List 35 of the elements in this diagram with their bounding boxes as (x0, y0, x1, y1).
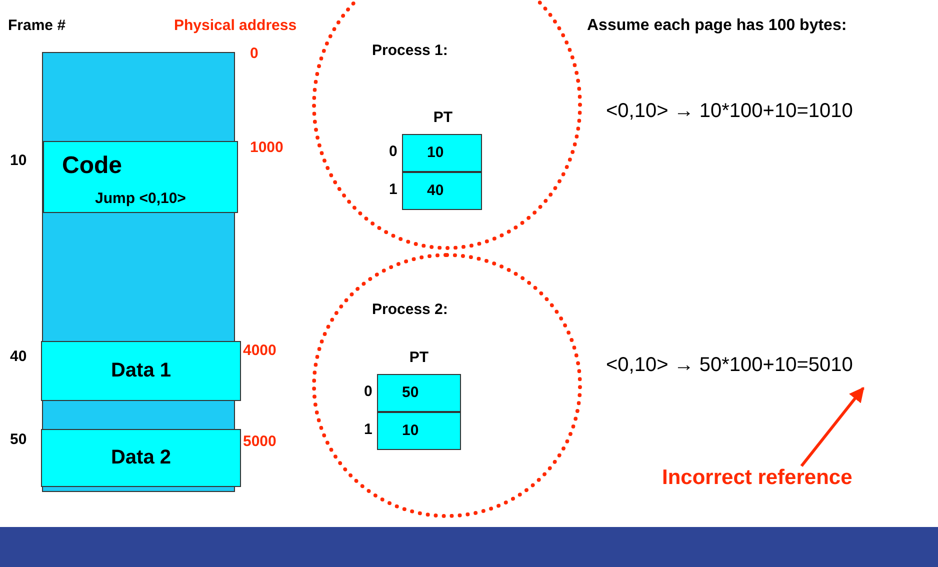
address-label: 1000 (250, 139, 284, 156)
row-index: 1 (389, 181, 398, 198)
frame-number: 50 (10, 431, 27, 448)
process-circle (312, 253, 582, 518)
table-heading: PT (432, 109, 454, 126)
address-label: 0 (250, 45, 258, 62)
frame-number: 40 (10, 348, 27, 365)
row-index: 1 (364, 421, 372, 438)
assumption-note: Assume each page has 100 bytes: (587, 17, 847, 35)
address-label: 4000 (243, 342, 276, 359)
column-heading: Frame # (8, 17, 66, 34)
callout-text: Incorrect reference (662, 466, 887, 496)
row-index: 0 (389, 143, 398, 160)
address-label: 5000 (243, 433, 276, 450)
arrow (800, 386, 864, 467)
memory-segment (41, 429, 241, 487)
segment-title: Data 1 (110, 360, 172, 382)
address-formula: <0,10> → 50*100+10=5010 (606, 354, 916, 386)
process-heading: Process 2: (372, 301, 448, 318)
memory-segment (41, 341, 241, 401)
frame-number: 10 (10, 152, 27, 169)
entry-value: 50 (402, 384, 419, 401)
entry-value: 10 (402, 422, 419, 439)
address-formula: <0,10> → 10*100+10=1010 (606, 100, 853, 123)
row-index: 0 (364, 383, 372, 400)
segment-title: Data 2 (110, 446, 172, 470)
segment-instruction: Jump <0,10> (94, 190, 187, 207)
process-circle (312, 0, 582, 250)
memory-segment (43, 141, 238, 213)
entry-value: 40 (427, 182, 444, 199)
segment-title: Code (62, 152, 122, 180)
process-heading: Process 1: (372, 42, 448, 59)
column-heading: Physical address (174, 17, 297, 34)
entry-value: 10 (427, 144, 444, 161)
table-heading: PT (408, 349, 430, 366)
